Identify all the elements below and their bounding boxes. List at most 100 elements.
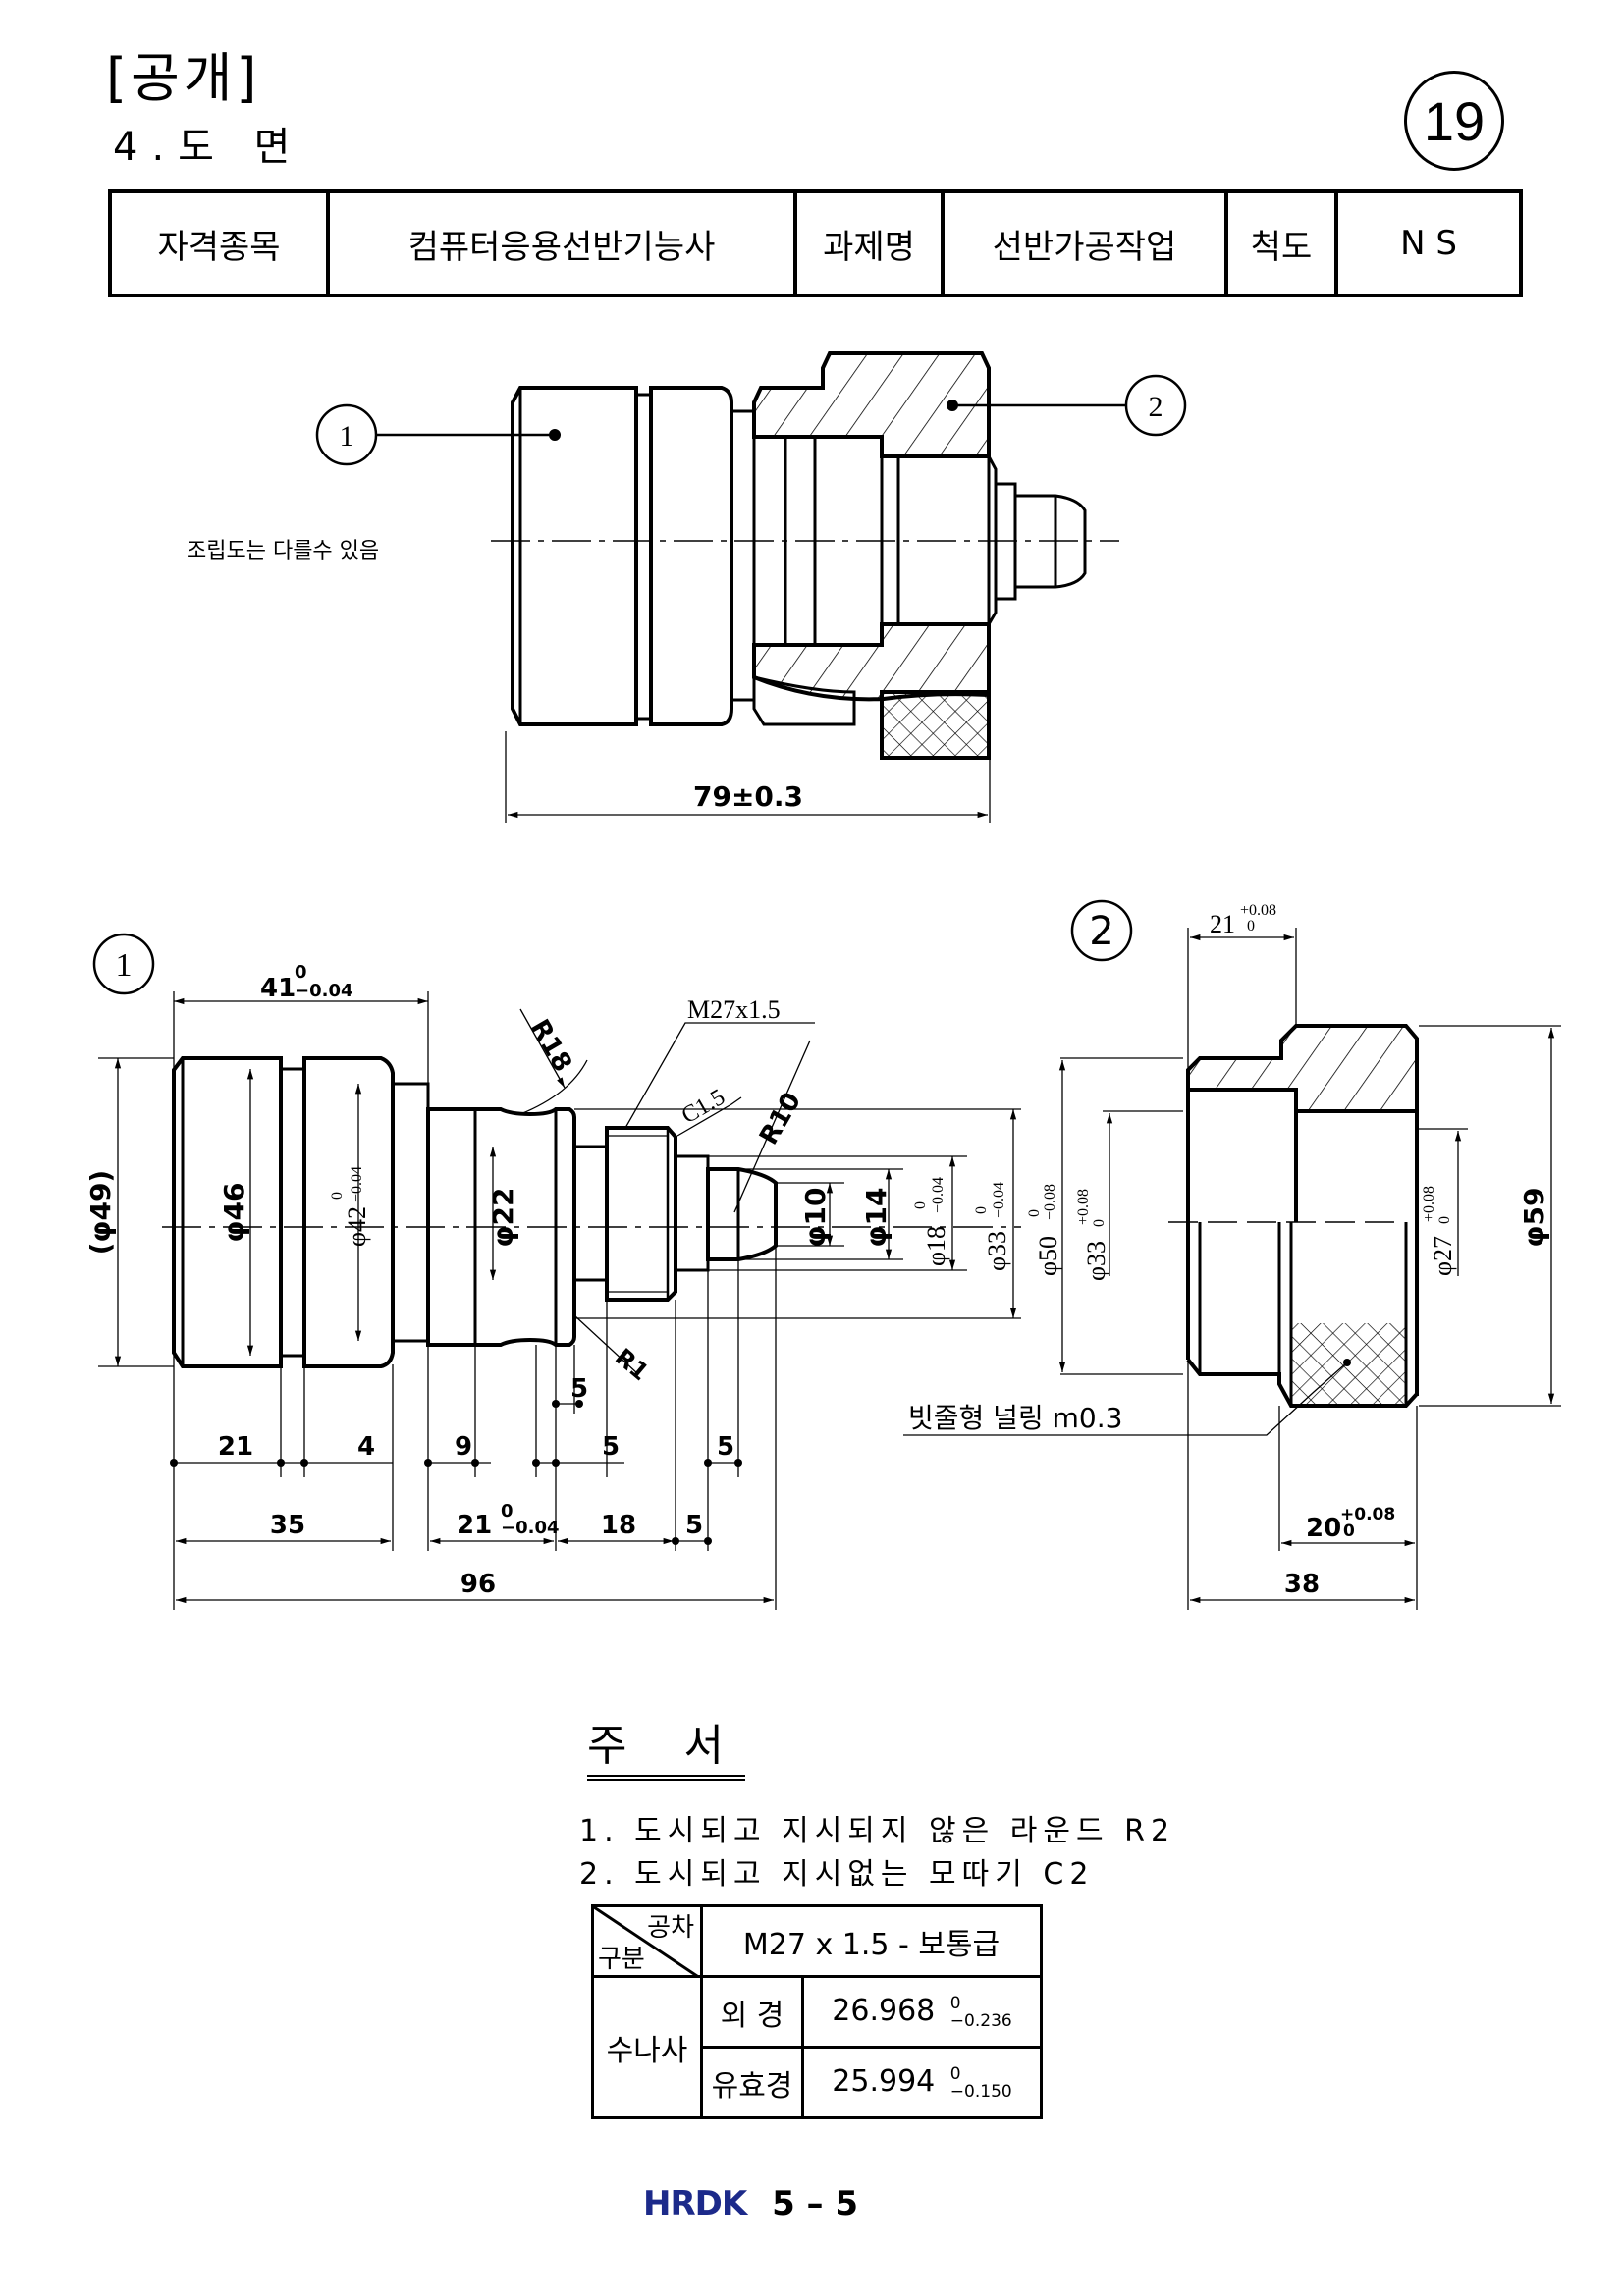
task-label: 과제명 — [793, 189, 945, 297]
notes-title: 주 서 — [587, 1720, 745, 1781]
part2-view — [903, 899, 1561, 1610]
part1-dim-96: 96 — [460, 1570, 496, 1599]
qualification-value: 컴퓨터응용선반기능사 — [326, 189, 797, 297]
part1-dim-5b: 5 — [717, 1432, 734, 1462]
assembly-part1-collar — [511, 386, 638, 726]
scale-value: N S — [1334, 189, 1523, 297]
corner-top-label: 공차 — [647, 1913, 694, 1943]
part1-dia-42-lower: −0.04 — [349, 1166, 365, 1202]
part2-dim-20-upper: +0.08 — [1340, 1505, 1395, 1524]
part1-dia-33: φ33 — [983, 1231, 1011, 1271]
part2-knurl-note: 빗줄형 널링 m0.3 — [908, 1402, 1122, 1434]
assembly-view — [315, 351, 1187, 823]
part2-dim-21-lower: 0 — [1247, 918, 1255, 934]
part2-dim-21-upper: +0.08 — [1240, 902, 1276, 919]
part2-dia-33-upper: +0.08 — [1075, 1189, 1092, 1225]
dimension-dots — [170, 1400, 742, 1545]
part1-dia-18: φ18 — [922, 1226, 950, 1266]
part2-dim-38: 38 — [1284, 1570, 1320, 1599]
part1-dim-41-lower: −0.04 — [295, 981, 353, 1001]
table-corner-cell: 공차 구분 — [591, 1904, 703, 1978]
assembly-balloon-1-label: 1 — [340, 420, 354, 453]
hrdk-logo: HRDK — [643, 2184, 747, 2223]
part1-dim-5a: 5 — [602, 1432, 620, 1462]
part2-dia-33: φ33 — [1082, 1241, 1110, 1281]
part1-dia-22: φ22 — [487, 1188, 519, 1248]
row-label-outer: 외 경 — [700, 1975, 804, 2049]
assembly-overall-dim: 79±0.3 — [693, 780, 803, 813]
scale-label: 척도 — [1224, 189, 1338, 297]
note-item: 2. 도시되고 지시없는 모따기 C2 — [579, 1857, 1095, 1892]
part1-dim-5c: 5 — [685, 1511, 703, 1540]
row-value-pitch: 25.994 0−0.150 — [801, 2046, 1043, 2119]
part1-chamfer: C1.5 — [677, 1085, 730, 1130]
part1-r1: R1 — [610, 1343, 654, 1386]
assembly-part2-upper — [752, 351, 991, 458]
pitch-dia-value: 25.994 — [832, 2064, 936, 2100]
problem-number-badge: 19 — [1404, 71, 1504, 171]
part1-dia-49: (φ49) — [84, 1170, 117, 1255]
part1-dim-4: 4 — [357, 1432, 375, 1462]
footer: HRDK 5 – 5 — [643, 2184, 858, 2223]
thread-tolerance-table: 공차 구분 M27 x 1.5 - 보통급 수나사 외 경 26.968 0−0… — [591, 1904, 1043, 2119]
task-value: 선반가공작업 — [941, 189, 1228, 297]
part2-dim-20: 20 — [1306, 1514, 1341, 1543]
part1-dim-21: 21 — [218, 1432, 253, 1462]
part1-dia-42-upper: 0 — [329, 1192, 346, 1200]
part1-labels: 1 41 0 −0.04 (φ49) φ46 φ42 0 −0.04 φ22 φ… — [84, 947, 1011, 1599]
part2-balloon-label: 2 — [1089, 909, 1113, 954]
pitch-dia-lower: −0.150 — [949, 2081, 1012, 2102]
part2-dia-50-upper: 0 — [1026, 1209, 1043, 1217]
part1-balloon-label: 1 — [116, 947, 133, 984]
part1-dim-groove: 5 — [570, 1374, 588, 1404]
assembly-knurl — [880, 690, 991, 760]
assembly-balloon-2-label: 2 — [1149, 391, 1163, 423]
part1-dim-18: 18 — [601, 1511, 636, 1540]
part1-r10: R10 — [754, 1088, 807, 1150]
part1-dim-9: 9 — [455, 1432, 472, 1462]
part1-dia-33-upper: 0 — [973, 1206, 990, 1214]
part1-dim-21b-lower: −0.04 — [501, 1518, 560, 1538]
part1-dia-18-lower: −0.04 — [930, 1177, 947, 1213]
part1-view — [92, 933, 1021, 1610]
table-header: M27 x 1.5 - 보통급 — [700, 1904, 1043, 1978]
part2-dim-20-lower: 0 — [1343, 1522, 1355, 1541]
part2-dia-33-lower: 0 — [1091, 1219, 1108, 1227]
part2-dia-27-upper: +0.08 — [1421, 1186, 1437, 1222]
assembly-part2-lower — [752, 622, 991, 702]
row-value-outer: 26.968 0−0.236 — [801, 1975, 1043, 2049]
part1-dia-10: φ10 — [799, 1188, 832, 1248]
problem-number: 19 — [1423, 89, 1486, 152]
info-table: 자격종목 컴퓨터응용선반기능사 과제명 선반가공작업 척도 N S — [108, 189, 1523, 297]
part2-dia-50: φ50 — [1034, 1236, 1062, 1276]
qualification-label: 자격종목 — [108, 189, 330, 297]
corner-bottom-label: 구분 — [598, 1945, 645, 1974]
page-number: 5 – 5 — [772, 2184, 859, 2223]
part1-dim-41: 41 — [260, 974, 296, 1003]
table-group-label: 수나사 — [591, 1975, 703, 2119]
part2-dia-50-lower: −0.08 — [1042, 1184, 1058, 1220]
part2-dim-21: 21 — [1210, 910, 1235, 938]
note-item: 1. 도시되고 지시되지 않은 라운드 R2 — [579, 1814, 1176, 1848]
outer-dia-value: 26.968 — [832, 1994, 936, 2029]
part1-dia-46: φ46 — [218, 1183, 250, 1243]
part1-thread: M27x1.5 — [687, 995, 781, 1024]
part2-hatched-section — [1186, 1024, 1419, 1113]
part1-dim-21b: 21 — [457, 1511, 492, 1540]
part1-balloon — [92, 933, 155, 995]
part1-dim-35: 35 — [270, 1511, 305, 1540]
part2-balloon — [1070, 899, 1133, 962]
corner-diagonal — [594, 1907, 700, 1978]
part1-dim-41-upper: 0 — [295, 962, 307, 983]
part2-dia-27-lower: 0 — [1436, 1216, 1453, 1224]
document-title: [공개] — [106, 47, 261, 109]
part2-dia-27: φ27 — [1429, 1236, 1457, 1276]
part1-dia-14: φ14 — [860, 1188, 893, 1248]
part1-dia-18-upper: 0 — [912, 1201, 929, 1209]
assembly-note: 조립도는 다를수 있음 — [187, 539, 379, 563]
part2-labels: 2 21 +0.08 0 φ50 0 −0.08 φ33 +0.08 0 φ27… — [908, 902, 1550, 1599]
part1-r18: R18 — [524, 1015, 577, 1078]
part2-dia-59: φ59 — [1518, 1188, 1550, 1248]
outer-dia-lower: −0.236 — [949, 2010, 1012, 2031]
assembly-part1-collar2 — [649, 386, 733, 726]
